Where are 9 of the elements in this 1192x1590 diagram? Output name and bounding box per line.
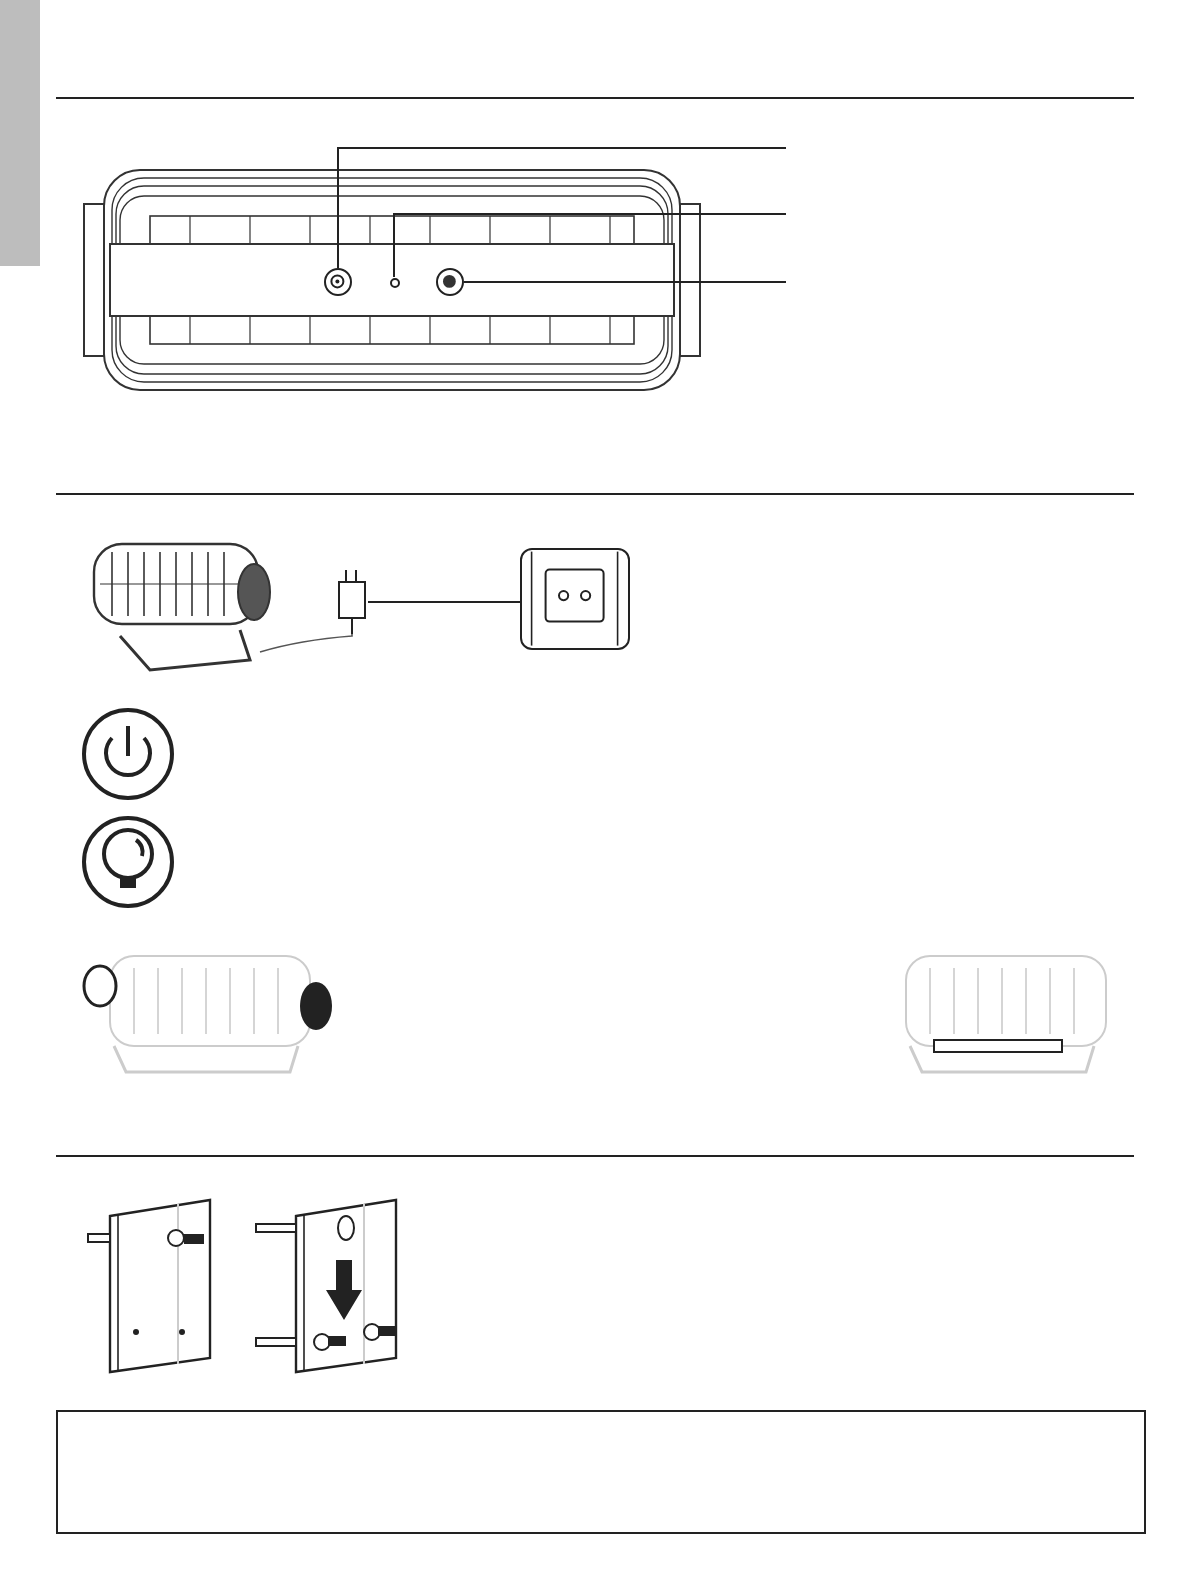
plug-drawing [336, 570, 368, 634]
side-tab [0, 0, 40, 266]
leader-line [463, 281, 787, 283]
leader-line [337, 147, 787, 269]
wall-socket [520, 548, 630, 650]
leader-line [393, 213, 787, 278]
note-box [56, 1410, 1146, 1534]
indicator-light [389, 277, 399, 287]
connector-line [367, 601, 521, 603]
